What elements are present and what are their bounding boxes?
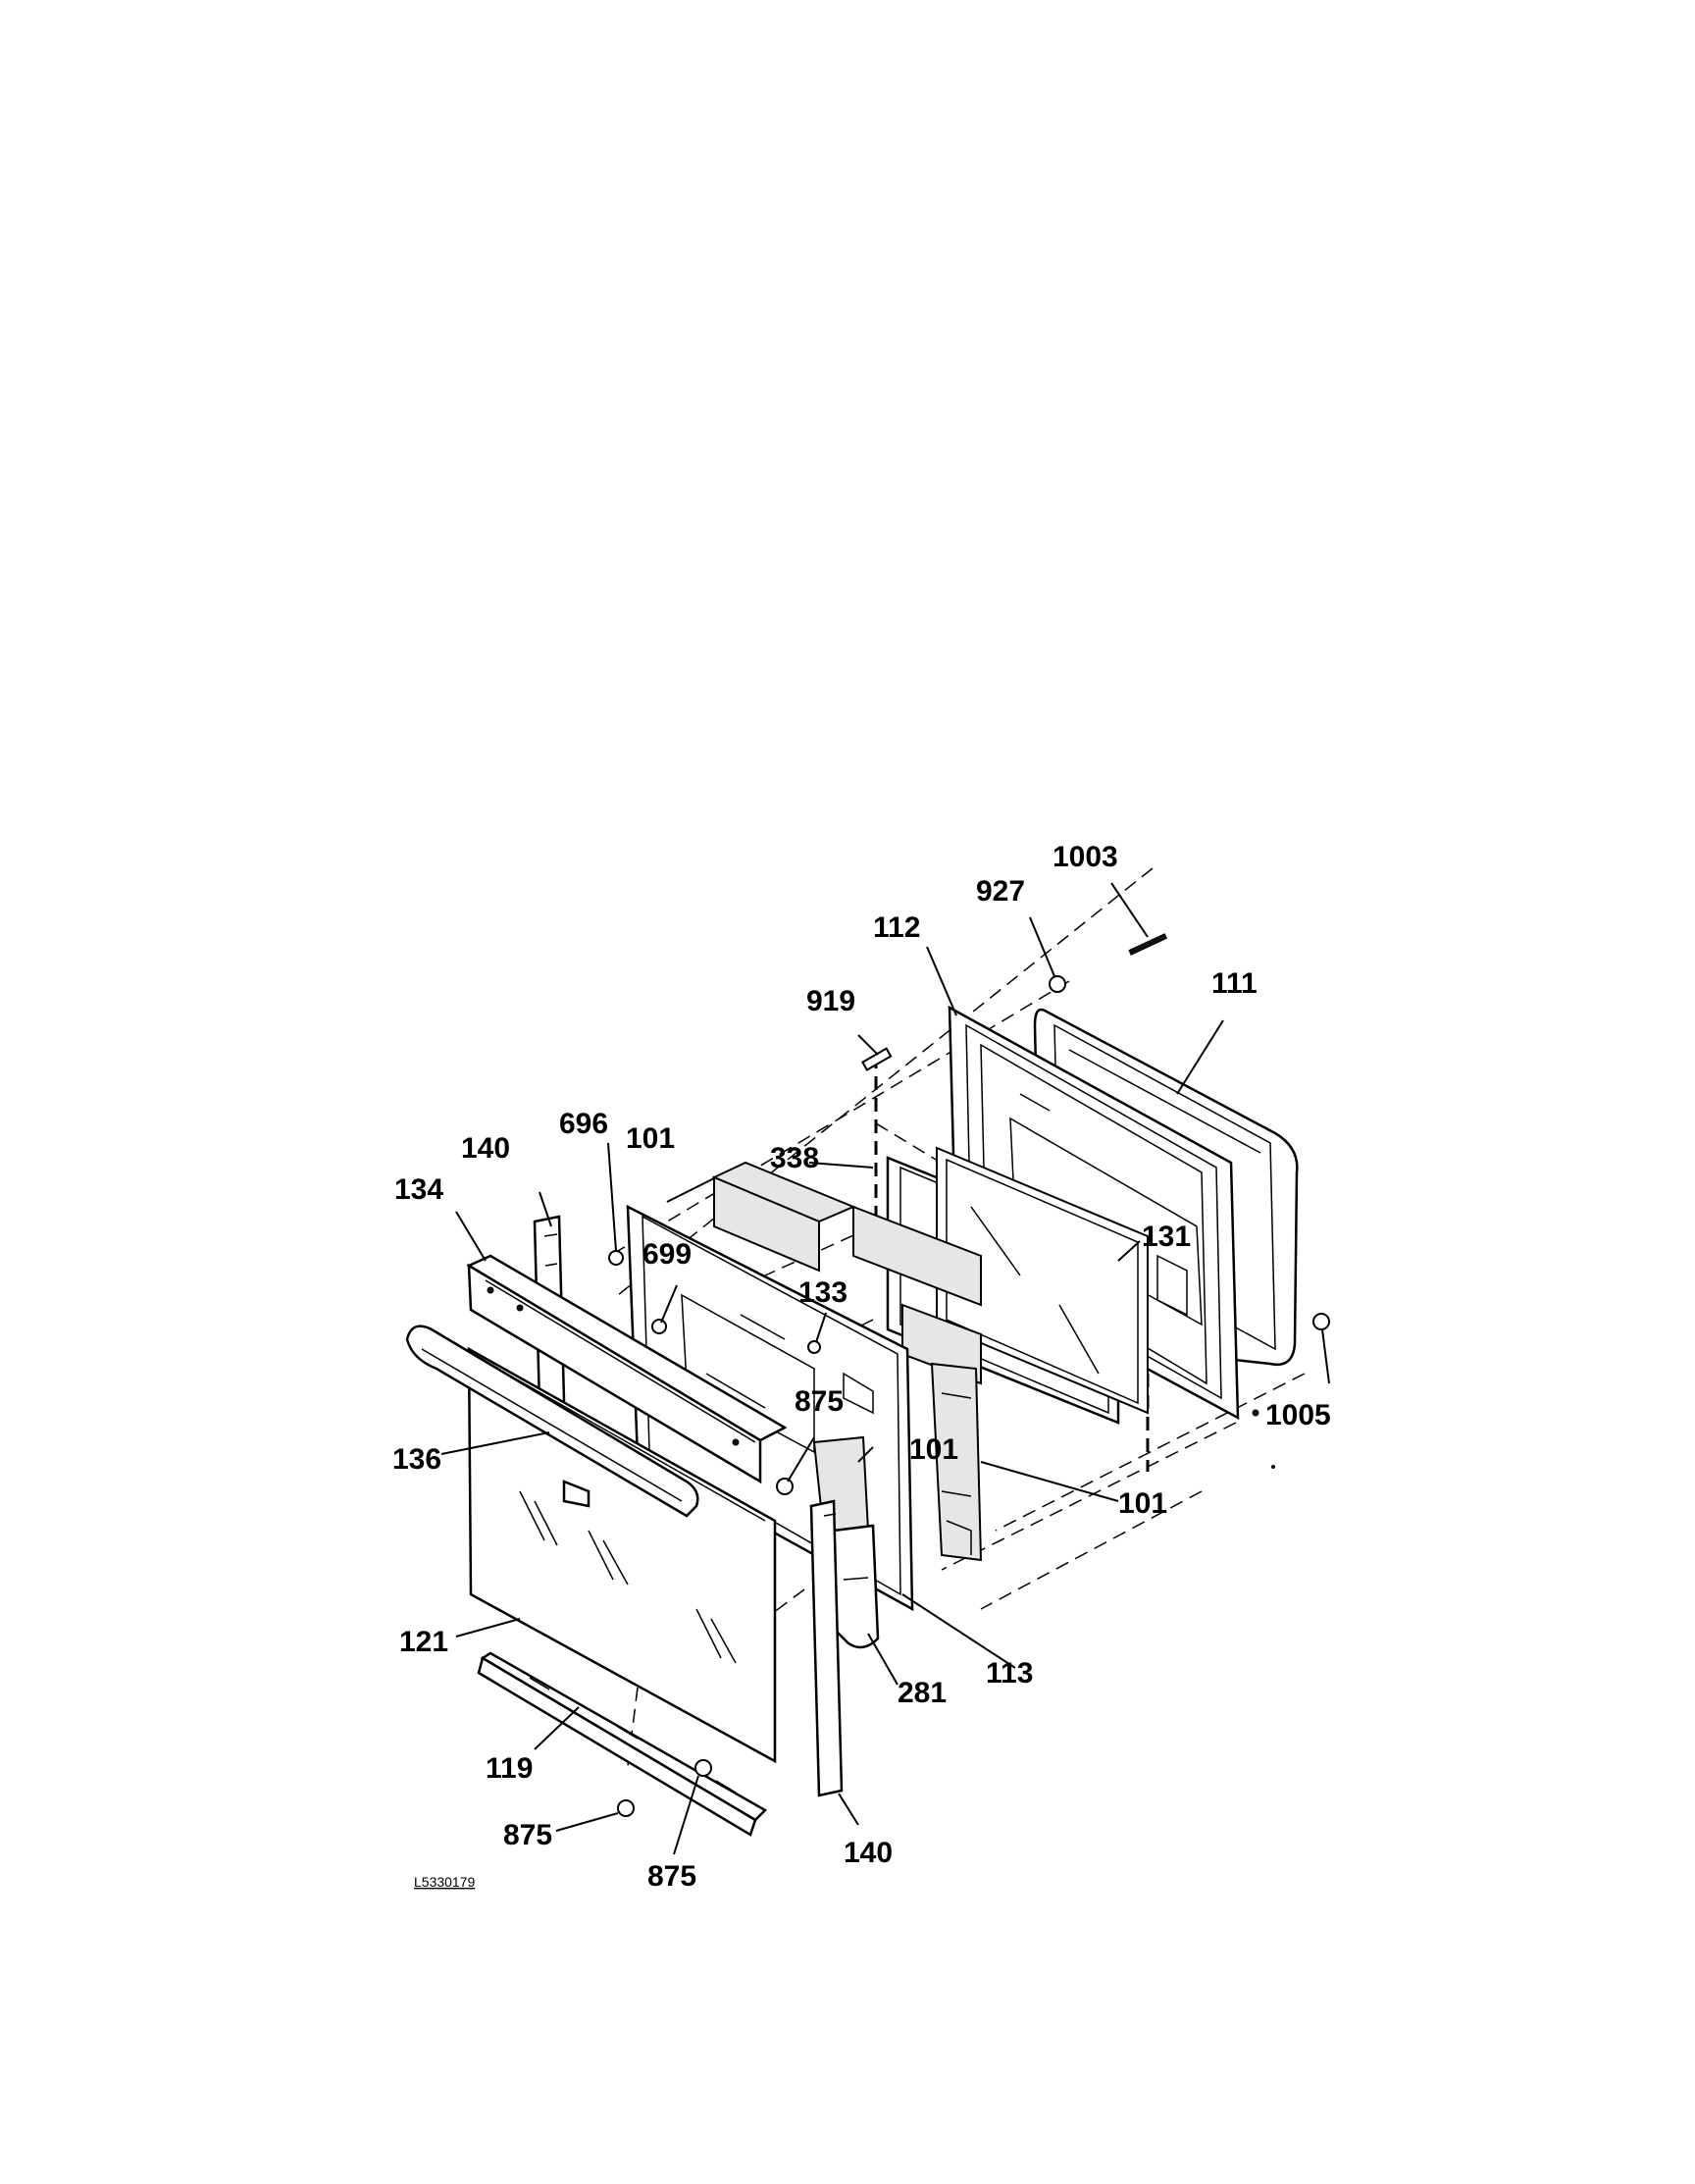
leader-lines	[440, 882, 1330, 1855]
part-labels: 1003 927 112 111 919 696 140 101 338 134…	[392, 841, 1331, 1893]
label-1003: 1003	[1053, 841, 1118, 873]
label-119: 119	[486, 1752, 533, 1785]
label-136: 136	[392, 1443, 441, 1476]
label-131: 131	[1142, 1221, 1191, 1253]
hardware-screws	[608, 933, 1330, 1817]
hinge-101-right	[930, 1362, 983, 1562]
bottom-trim-119	[477, 1651, 768, 1837]
screw-1005	[1312, 1313, 1330, 1330]
label-875-mid: 875	[795, 1385, 844, 1418]
scan-speck	[1252, 1409, 1259, 1417]
label-133: 133	[798, 1276, 848, 1309]
figure-id: L5330179	[414, 1874, 476, 1890]
hinge-281	[812, 1435, 880, 1649]
label-338: 338	[770, 1142, 819, 1174]
label-112: 112	[873, 911, 920, 944]
label-927: 927	[976, 875, 1025, 908]
insulation-101-top	[711, 1161, 982, 1385]
label-113: 113	[986, 1657, 1033, 1690]
label-140-top: 140	[461, 1132, 510, 1165]
label-101-mid: 101	[909, 1433, 958, 1466]
label-1005: 1005	[1265, 1399, 1331, 1431]
top-trim-134	[466, 1254, 788, 1484]
door-handle-136	[405, 1325, 699, 1518]
label-101-right: 101	[1118, 1487, 1167, 1520]
label-140-bottom: 140	[844, 1837, 893, 1869]
label-281: 281	[898, 1677, 947, 1709]
label-699: 699	[642, 1238, 692, 1271]
window-glass-pack-338	[886, 1146, 1149, 1425]
label-121: 121	[399, 1626, 448, 1658]
clip-133	[807, 1340, 821, 1354]
spacer-927	[1049, 975, 1066, 993]
screw-699	[651, 1319, 667, 1334]
side-trim-140-bottom	[809, 1499, 844, 1797]
label-696: 696	[559, 1108, 608, 1140]
screw-875-left	[617, 1799, 635, 1817]
scan-speck	[1271, 1465, 1275, 1469]
label-875-left: 875	[503, 1819, 552, 1851]
label-101-top: 101	[626, 1122, 675, 1155]
label-111: 111	[1211, 967, 1258, 1000]
screw-696	[608, 1250, 624, 1266]
pin-1003	[1128, 933, 1168, 956]
screw-875-mid	[776, 1478, 794, 1495]
label-919: 919	[806, 985, 855, 1017]
spacer-919	[861, 1047, 893, 1071]
label-134: 134	[394, 1173, 443, 1206]
label-875-bottom: 875	[647, 1860, 696, 1893]
screw-875-bottom	[694, 1759, 712, 1777]
